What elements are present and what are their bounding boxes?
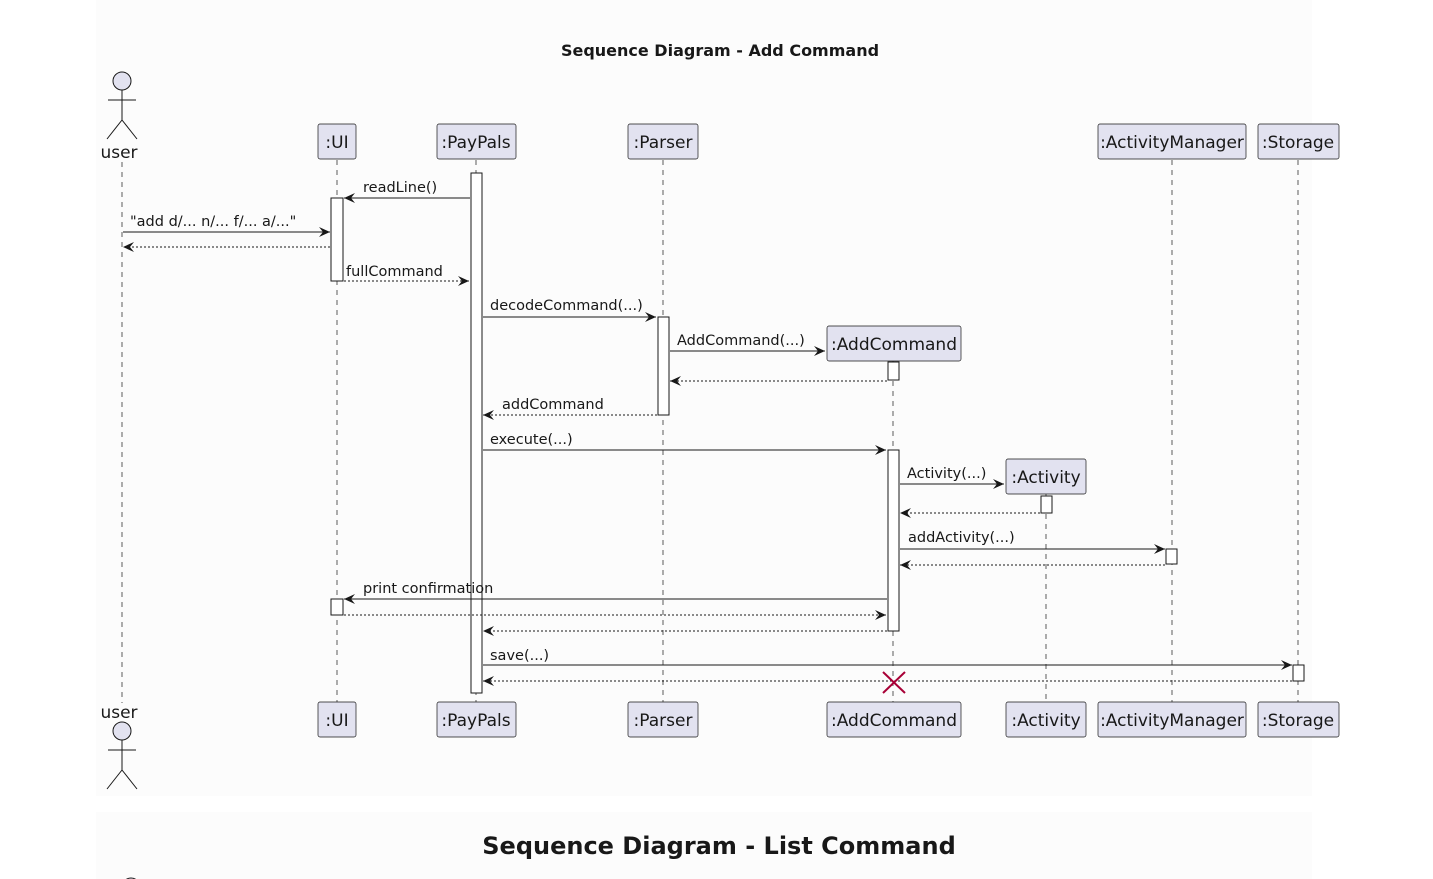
participant-activity-bottom: :Activity — [1005, 701, 1087, 738]
participant-label: :AddCommand — [831, 711, 957, 731]
message-label: readLine() — [363, 180, 437, 196]
activation-paypals — [470, 172, 483, 694]
message-decodecommand: decodeCommand(...) — [483, 298, 656, 322]
actor-label-top: user — [100, 143, 137, 163]
message-user-input: "add d/... n/... f/... a/..." — [123, 214, 330, 237]
participant-label: :ActivityManager — [1100, 711, 1244, 731]
message-label: save(...) — [490, 648, 549, 664]
activation-addcommand-execute — [887, 449, 900, 632]
message-label: fullCommand — [346, 264, 443, 280]
message-fullcommand: fullCommand — [344, 264, 469, 286]
participant-activitymanager-top: :ActivityManager — [1097, 123, 1247, 160]
activation-ui-readline — [330, 197, 344, 282]
participant-storage-bottom: :Storage — [1257, 701, 1340, 738]
actor-user-bottom: user — [100, 703, 138, 790]
participant-addcommand-bottom: :AddCommand — [826, 701, 962, 738]
participant-label: :ActivityManager — [1100, 133, 1244, 153]
participant-paypals-top: :PayPals — [436, 123, 517, 160]
participant-ui-top: :UI — [317, 123, 357, 160]
participant-label: :Parser — [634, 133, 693, 153]
participant-ui-bottom: :UI — [317, 701, 357, 738]
message-save: save(...) — [483, 648, 1292, 670]
activation-parser — [657, 316, 670, 416]
participant-label: :Storage — [1262, 711, 1334, 731]
message-label: AddCommand(...) — [677, 333, 805, 349]
participant-label: :Activity — [1011, 468, 1080, 488]
message-addcommand-return: addCommand — [483, 397, 657, 420]
activation-storage — [1292, 664, 1305, 682]
participant-activitymanager-bottom: :ActivityManager — [1097, 701, 1247, 738]
participant-label: :Parser — [634, 711, 693, 731]
next-diagram-panel — [96, 812, 1312, 879]
activation-ui-print — [330, 598, 344, 616]
participant-paypals-bottom: :PayPals — [436, 701, 517, 738]
participant-storage-top: :Storage — [1257, 123, 1340, 160]
message-label: Activity(...) — [907, 466, 986, 482]
participant-label: :Activity — [1011, 711, 1080, 731]
message-label: "add d/... n/... f/... a/..." — [130, 214, 296, 230]
diagram-title: Sequence Diagram - Add Command — [561, 41, 879, 60]
participant-label: :PayPals — [441, 711, 510, 731]
participant-addcommand-created: :AddCommand — [826, 325, 962, 362]
participant-label: :PayPals — [441, 133, 510, 153]
message-execute: execute(...) — [483, 432, 886, 455]
message-readline: readLine() — [344, 180, 470, 203]
message-label: decodeCommand(...) — [490, 298, 643, 314]
message-label: execute(...) — [490, 432, 573, 448]
participant-label: :UI — [325, 133, 348, 153]
participant-parser-bottom: :Parser — [627, 701, 699, 738]
message-label: addCommand — [502, 397, 604, 413]
activation-addcommand-create — [887, 361, 900, 381]
message-print-confirmation: print confirmation — [344, 581, 887, 604]
message-addcommand-create: AddCommand(...) — [670, 333, 825, 356]
actor-label-bottom: user — [100, 703, 137, 723]
message-label: addActivity(...) — [908, 530, 1015, 546]
participant-label: :AddCommand — [831, 335, 957, 355]
destroy-addcommand-icon — [882, 671, 906, 694]
message-label: print confirmation — [363, 581, 493, 597]
participant-label: :UI — [325, 711, 348, 731]
participant-parser-top: :Parser — [627, 123, 699, 160]
message-activity-create: Activity(...) — [900, 466, 1004, 489]
message-addactivity: addActivity(...) — [900, 530, 1165, 554]
next-diagram-title: Sequence Diagram - List Command — [482, 832, 956, 860]
activation-activity — [1040, 495, 1053, 514]
actor-user-top: user — [100, 71, 138, 163]
participant-label: :Storage — [1262, 133, 1334, 153]
activation-activitymanager — [1165, 548, 1178, 565]
participant-activity-created: :Activity — [1005, 458, 1087, 495]
